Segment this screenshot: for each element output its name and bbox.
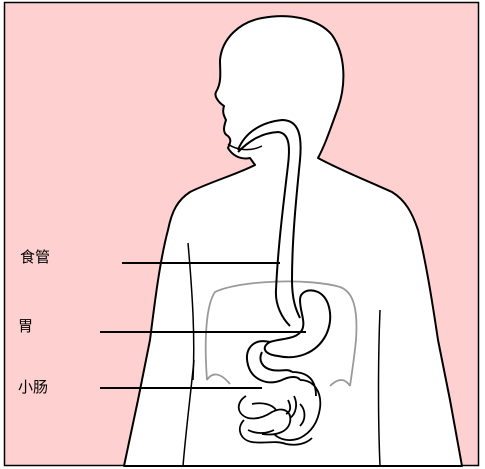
label-stomach: 胃 xyxy=(18,317,33,335)
label-small-intestine: 小肠 xyxy=(18,378,48,396)
label-esophagus: 食管 xyxy=(20,248,50,266)
